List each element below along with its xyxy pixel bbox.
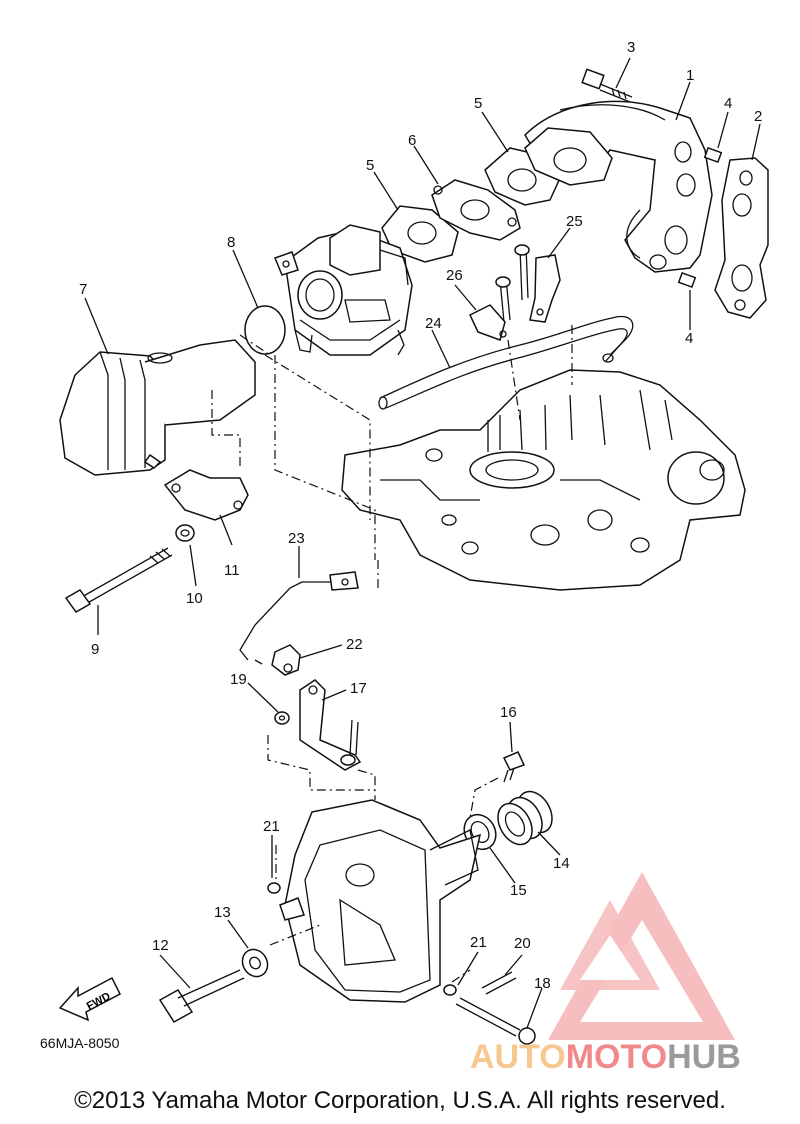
carburetor — [274, 224, 413, 356]
bracket-11 — [163, 469, 249, 521]
fwd-arrow-icon: FWD — [58, 976, 121, 1022]
label-part-16: 16 — [500, 704, 517, 721]
label-part-20: 20 — [514, 935, 531, 952]
leader-lines — [84, 57, 761, 1029]
silencer-box — [279, 799, 482, 1003]
bolt-3 — [581, 68, 633, 103]
assembly-lines — [211, 325, 573, 983]
label-part-11: 11 — [224, 562, 240, 579]
silencer-7 — [59, 339, 256, 476]
washer-21a — [267, 882, 281, 894]
label-part-18: 18 — [534, 975, 551, 992]
watermark-moto: MOTO — [565, 1038, 668, 1076]
label-part-6: 6 — [408, 132, 416, 149]
label-part-13: 13 — [214, 904, 231, 921]
carb-spacer-6 — [431, 179, 521, 241]
label-part-3: 3 — [627, 39, 635, 56]
hose-24 — [378, 315, 634, 410]
dowel-pin-4b — [677, 271, 697, 289]
long-bolt-9 — [64, 547, 173, 613]
label-part-9: 9 — [91, 641, 99, 658]
label-part-12: 12 — [152, 937, 169, 954]
label-part-4b: 4 — [685, 330, 693, 347]
label-part-15: 15 — [510, 882, 527, 899]
label-part-21b: 21 — [470, 934, 487, 951]
label-part-24: 24 — [425, 315, 442, 332]
joint-22 — [271, 644, 301, 676]
diagram-code: 66MJA-8050 — [40, 1035, 120, 1051]
label-part-8: 8 — [227, 234, 235, 251]
label-part-2: 2 — [754, 108, 762, 125]
watermark-logo — [548, 872, 735, 1040]
label-part-14: 14 — [553, 855, 570, 872]
watermark-hub: HUB — [667, 1038, 741, 1076]
copyright-notice: ©2013 Yamaha Motor Corporation, U.S.A. A… — [74, 1087, 726, 1114]
label-part-10: 10 — [186, 590, 203, 607]
pin-20 — [481, 971, 517, 995]
label-part-19: 19 — [230, 671, 247, 688]
grommet-10 — [175, 524, 195, 542]
link-rod-23 — [239, 571, 359, 665]
washer-21b — [443, 984, 457, 996]
part-labels: 3 1 4 2 5 6 5 25 8 26 7 24 4 23 11 10 9 … — [79, 39, 762, 992]
bolt-16 — [502, 751, 526, 783]
manifold-flange — [524, 127, 613, 186]
clamp-bracket-25 — [514, 244, 561, 323]
manifold-gasket — [714, 157, 769, 319]
label-part-4a: 4 — [724, 95, 732, 112]
clamp-26 — [469, 276, 511, 341]
dowel-pin-4a — [703, 146, 723, 164]
bolt-12 — [158, 969, 245, 1023]
label-part-25: 25 — [566, 213, 583, 230]
lever-17 — [299, 679, 362, 771]
label-part-5b: 5 — [366, 157, 374, 174]
label-part-5a: 5 — [474, 95, 482, 112]
watermark-text: AUTOMOTOHUB — [470, 1038, 741, 1077]
gasket-8 — [244, 305, 286, 355]
bellows-14 — [497, 790, 553, 846]
washer-19 — [274, 711, 290, 725]
label-part-23: 23 — [288, 530, 305, 547]
watermark-auto: AUTO — [470, 1038, 566, 1076]
label-part-17: 17 — [350, 680, 367, 697]
label-part-7: 7 — [79, 281, 87, 298]
grommet-13 — [241, 948, 269, 978]
label-part-22: 22 — [346, 636, 363, 653]
cylinder-block — [341, 369, 746, 591]
label-part-26: 26 — [446, 267, 463, 284]
label-part-1: 1 — [686, 67, 694, 84]
label-part-21a: 21 — [263, 818, 280, 835]
